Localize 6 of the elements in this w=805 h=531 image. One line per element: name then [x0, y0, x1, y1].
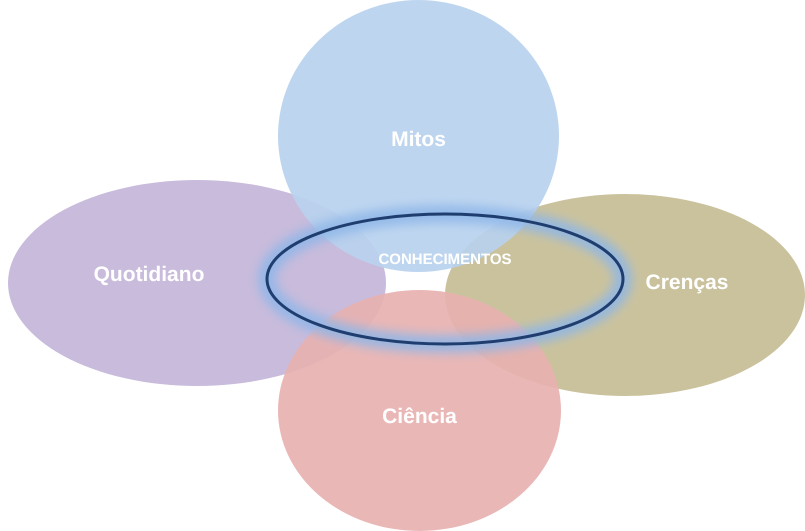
circle-shape [278, 0, 559, 272]
shape-label: Mitos [391, 127, 446, 154]
shape-label: Quotidiano [94, 262, 204, 288]
circle-shape [278, 290, 561, 531]
shape-label: Ciência [382, 404, 457, 430]
shape-label: Crenças [646, 270, 728, 296]
